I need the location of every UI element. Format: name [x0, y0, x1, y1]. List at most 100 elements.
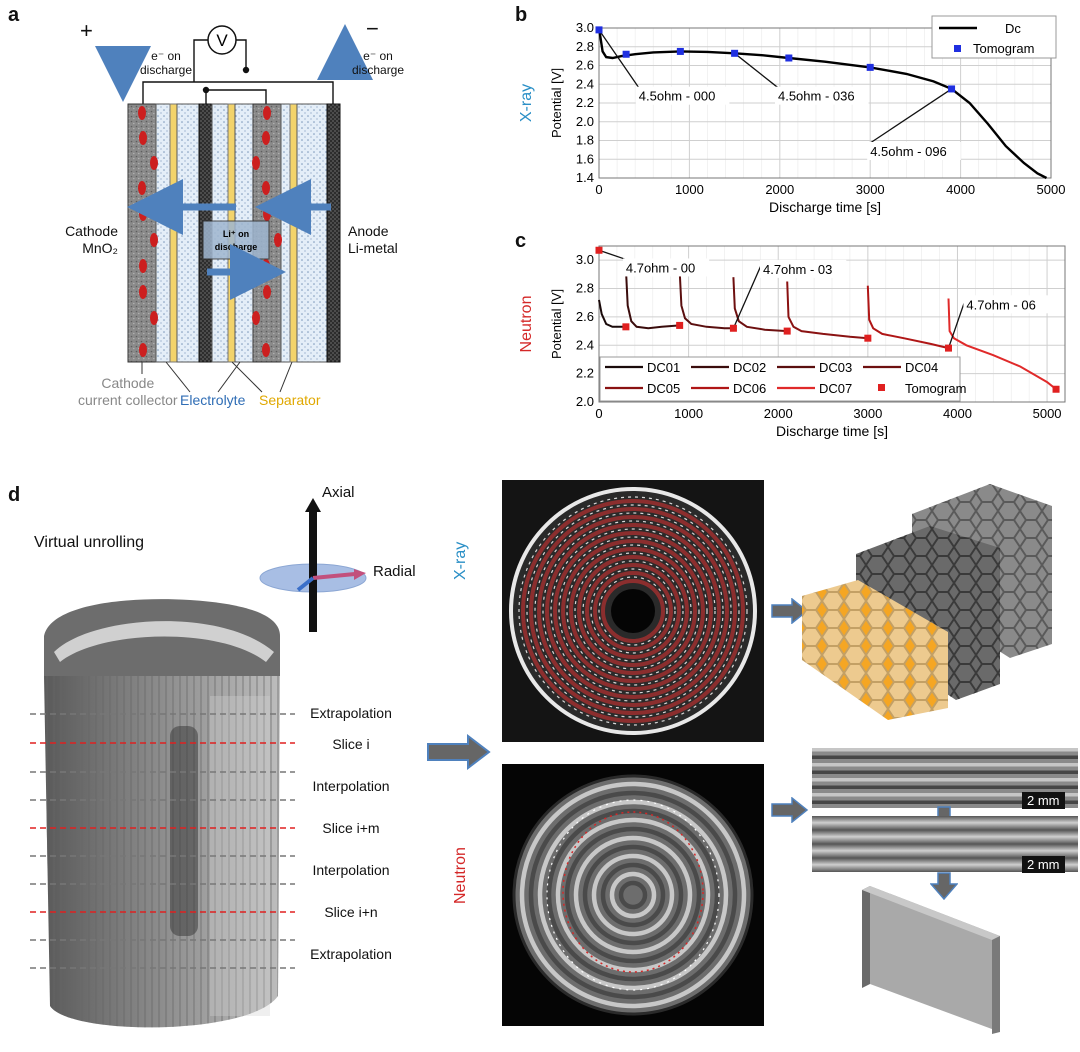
x-tick-label: 5000 — [1037, 182, 1066, 197]
plot-frame — [598, 27, 1052, 179]
annotation-leader — [598, 29, 640, 89]
panel-letter-b: b — [515, 4, 528, 26]
anode-layer-2 — [326, 103, 341, 363]
raw-stripe — [812, 748, 1078, 752]
annotation-label: 4.5ohm - 096 — [870, 144, 947, 159]
xray-trace-ring — [582, 560, 684, 662]
xray-electrode-ring — [521, 499, 745, 723]
virtual-unrolling-title: Virtual unrolling — [34, 534, 144, 551]
neutron-ring — [519, 781, 747, 1009]
panel-letter-a: a — [8, 4, 20, 26]
legend-label: DC04 — [905, 360, 938, 375]
legend-label-tomogram: Tomogram — [973, 41, 1034, 56]
neutron-ring — [618, 880, 648, 910]
series-line-dc02 — [624, 268, 680, 330]
tomogram-marker — [676, 47, 684, 55]
xray-trace-ring — [526, 504, 740, 718]
raw-stripe — [812, 800, 1078, 804]
x-axis-label: Discharge time [s] — [776, 423, 888, 439]
tomogram-marker — [595, 26, 603, 34]
y-tick-label: 2.4 — [576, 76, 594, 91]
x-tick-label: 4000 — [943, 406, 972, 421]
x-tick-label: 1000 — [675, 182, 704, 197]
legend-frame — [599, 356, 961, 402]
y-tick-label: 3.0 — [576, 20, 594, 35]
tomogram-marker — [731, 49, 739, 57]
row-label: X-ray — [518, 84, 535, 122]
annotation-bg — [622, 258, 710, 277]
slice-lines — [30, 713, 295, 969]
neutron-volume-block — [862, 886, 1000, 1034]
xray-trace-ring — [598, 576, 668, 646]
y-tick-label: 2.8 — [576, 39, 594, 54]
row-label: Neutron — [518, 296, 535, 353]
slice-label-interpolation-2: Interpolation — [312, 862, 390, 878]
legend-label: DC03 — [819, 360, 852, 375]
annotation-label: 4.5ohm - 036 — [778, 89, 855, 104]
legend-swatch — [878, 384, 885, 391]
annotation-bg — [963, 295, 1050, 314]
slice-label-interpolation-1: Interpolation — [312, 778, 390, 794]
xray-trace-ring — [558, 536, 708, 686]
legend-label: DC02 — [733, 360, 766, 375]
tomogram-marker — [595, 246, 603, 254]
xray-electrode-ring — [601, 579, 665, 643]
radial-label: Radial — [373, 563, 416, 580]
x-tick-label: 5000 — [1033, 406, 1062, 421]
x-tick-label: 4000 — [946, 182, 975, 197]
raw-stripe — [812, 778, 1078, 782]
tomogram-marker — [729, 324, 737, 332]
neutron-tomogram-image — [502, 764, 764, 1026]
xray-trace-ring — [542, 520, 724, 702]
xray-electrode-ring — [593, 571, 673, 651]
legend-swatch-tomogram — [954, 45, 961, 52]
panel-a-cell-diagram: V — [0, 0, 500, 440]
raw-stripe — [812, 755, 1078, 759]
annotation-label: 4.7ohm - 00 — [626, 260, 695, 275]
series-line-dc01 — [598, 299, 626, 328]
annotation-bg — [635, 86, 730, 105]
scalebar-1: 2 mm — [1022, 792, 1065, 809]
xray-trace-ring — [590, 568, 676, 654]
y-tick-label: 2.2 — [576, 95, 594, 110]
voltmeter-icon: V — [207, 25, 237, 55]
y-tick-label: 1.4 — [576, 170, 594, 185]
raw-stripe — [812, 785, 1078, 789]
ion-arrows — [95, 24, 373, 300]
scalebar-2: 2 mm — [1022, 856, 1065, 873]
tomogram-marker — [676, 321, 684, 329]
y-tick-label: 2.6 — [576, 58, 594, 73]
legend-frame — [931, 15, 1057, 59]
slice-label-extrapolation-bottom: Extrapolation — [310, 946, 392, 962]
annotation-label: 4.7ohm - 03 — [763, 262, 832, 277]
legend-label: DC07 — [819, 381, 852, 396]
y-tick-label: 2.0 — [576, 114, 594, 129]
x-tick-label: 2000 — [764, 406, 793, 421]
raw-stripe — [812, 793, 1078, 797]
y-axis-label: Potential [V] — [549, 289, 564, 359]
annotation-label: 4.7ohm - 06 — [966, 297, 1035, 312]
negative-terminal: − — [366, 16, 379, 41]
x-axis-label: Discharge time [s] — [769, 199, 881, 215]
annotation-bg — [759, 259, 847, 278]
cell-schematic: V — [95, 24, 373, 393]
annotation-leader — [734, 52, 779, 89]
x-tick-label: 3000 — [853, 406, 882, 421]
series-line-dc07 — [947, 298, 1057, 390]
panel-letter-c: c — [515, 230, 527, 252]
tomogram-marker — [948, 85, 956, 93]
xray-electrode-ring — [553, 531, 713, 691]
slice-label-i-n: Slice i+n — [324, 904, 378, 920]
li-ion-box — [202, 220, 270, 260]
neutron-output-arrow-icon — [771, 797, 809, 823]
tomogram-marker — [622, 50, 630, 58]
x-tick-label: 3000 — [856, 182, 885, 197]
xray-trace-ring — [534, 512, 732, 710]
